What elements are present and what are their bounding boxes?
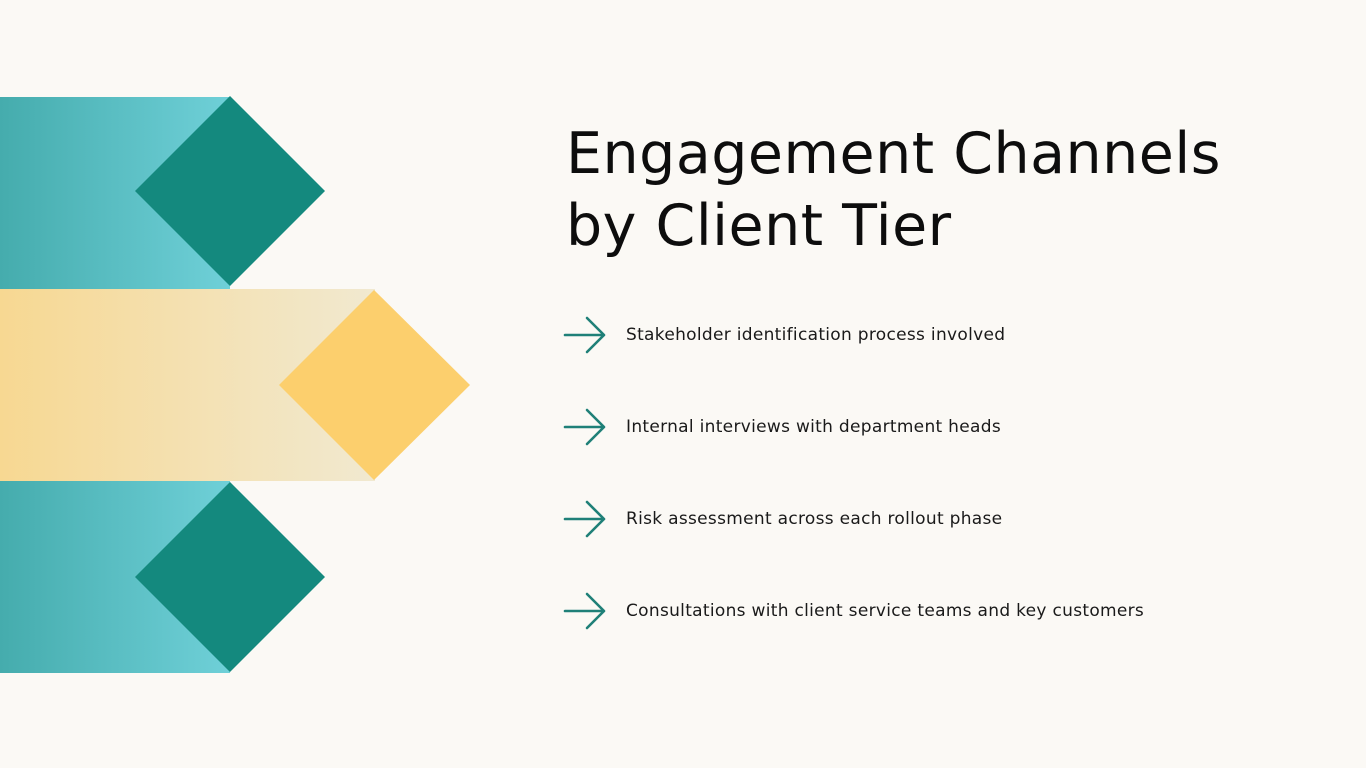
bullet-text: Risk assessment across each rollout phas… bbox=[626, 509, 1003, 529]
bullet-text: Stakeholder identification process invol… bbox=[626, 325, 1006, 345]
title-line-2: by Client Tier bbox=[566, 193, 952, 259]
decorative-arrow-graphic bbox=[0, 96, 470, 673]
arrow-right-icon bbox=[563, 316, 606, 354]
middle-yellow-diamond bbox=[279, 290, 470, 480]
bullet-item: Consultations with client service teams … bbox=[562, 588, 1342, 634]
bottom-teal-diamond bbox=[135, 482, 325, 672]
bullet-item: Internal interviews with department head… bbox=[562, 404, 1342, 450]
bullet-list: Stakeholder identification process invol… bbox=[562, 312, 1342, 680]
top-teal-diamond bbox=[135, 96, 325, 286]
bullet-text: Internal interviews with department head… bbox=[626, 417, 1001, 437]
bullet-item: Stakeholder identification process invol… bbox=[562, 312, 1342, 358]
slide-title: Engagement Channels by Client Tier bbox=[566, 118, 1326, 262]
title-line-1: Engagement Channels bbox=[566, 121, 1221, 187]
bullet-text: Consultations with client service teams … bbox=[626, 601, 1145, 621]
arrow-right-icon bbox=[563, 592, 606, 630]
arrow-right-icon bbox=[563, 408, 606, 446]
bullet-item: Risk assessment across each rollout phas… bbox=[562, 496, 1342, 542]
arrow-right-icon bbox=[563, 500, 606, 538]
